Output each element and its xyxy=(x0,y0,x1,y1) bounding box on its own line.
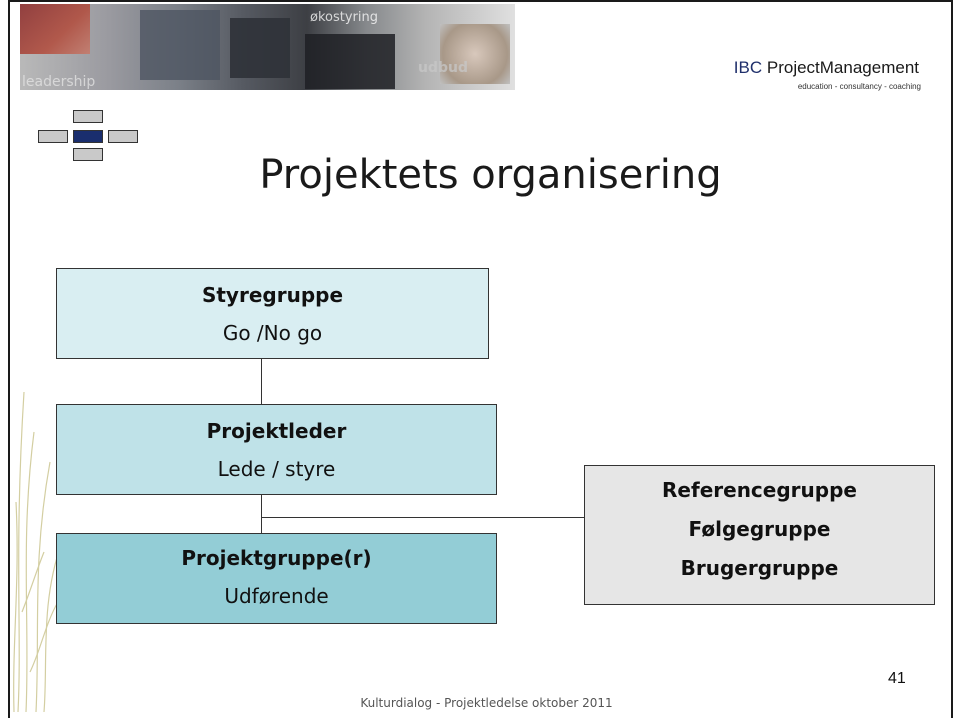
connector-leder-gruppe xyxy=(261,495,262,533)
banner-word-styring: økostyring xyxy=(310,10,378,25)
banner-photo-building xyxy=(305,34,395,89)
cross-block-top xyxy=(73,110,103,123)
banner-word-leadership: leadership xyxy=(22,74,96,90)
cross-block-right xyxy=(108,130,138,143)
page-number: 41 xyxy=(888,670,906,687)
side-group-reference: Referencegruppe xyxy=(662,478,857,502)
cross-block-left xyxy=(38,130,68,143)
projektleder-subtitle: Lede / styre xyxy=(217,457,336,481)
projektleder-title: Projektleder xyxy=(206,419,347,443)
logo-tagline: education - consultancy - coaching xyxy=(797,82,921,91)
slide-title: Projektets organisering xyxy=(259,152,722,198)
cross-block-center xyxy=(73,130,103,143)
company-logo: IBC ProjectManagement xyxy=(734,58,919,78)
connector-styre-leder xyxy=(261,359,262,404)
header-photo-collage: leadership økostyring udbud xyxy=(20,4,515,90)
cross-block-bottom xyxy=(73,148,103,161)
footer-text: Kulturdialog - Projektledelse oktober 20… xyxy=(360,696,613,710)
connector-to-side-groups xyxy=(261,517,584,518)
styregruppe-title: Styregruppe xyxy=(201,283,344,307)
banner-photo-face xyxy=(440,24,510,84)
styregruppe-box: Styregruppe Go /No go xyxy=(56,268,489,359)
projektgruppe-subtitle: Udførende xyxy=(224,584,329,608)
side-groups-box: Referencegruppe Følgegruppe Brugergruppe xyxy=(584,465,935,605)
banner-photo-building xyxy=(140,10,220,80)
projektleder-box: Projektleder Lede / styre xyxy=(56,404,497,495)
logo-name: ProjectManagement xyxy=(766,58,919,77)
slide: leadership økostyring udbud IBC ProjectM… xyxy=(8,0,953,718)
banner-photo-building xyxy=(230,18,290,78)
projektgruppe-box: Projektgruppe(r) Udførende xyxy=(56,533,497,624)
side-group-bruger: Brugergruppe xyxy=(680,556,839,580)
projektgruppe-title: Projektgruppe(r) xyxy=(181,546,372,570)
styregruppe-subtitle: Go /No go xyxy=(222,321,323,345)
banner-photo-red xyxy=(20,4,90,54)
grass-decoration xyxy=(13,391,63,712)
logo-prefix: IBC xyxy=(733,58,763,77)
cross-blocks-icon xyxy=(38,110,142,162)
side-group-folge: Følgegruppe xyxy=(688,517,831,541)
banner-word-udbud: udbud xyxy=(418,60,468,76)
